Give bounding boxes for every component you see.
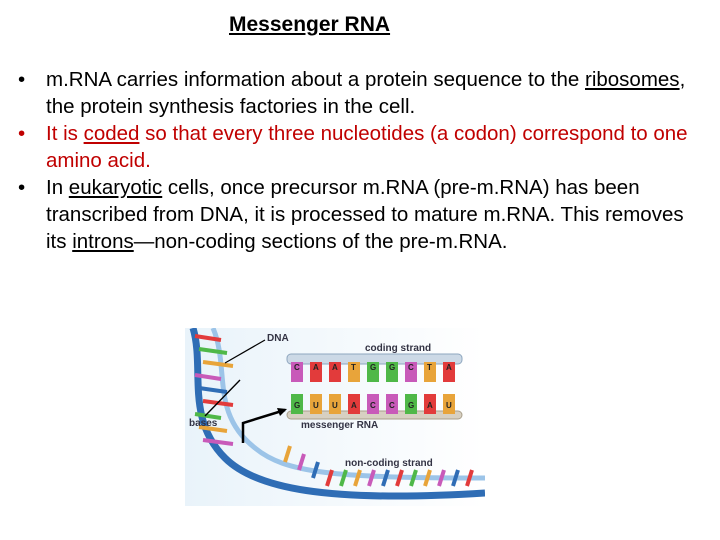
coding-base-letter: A — [446, 363, 452, 372]
mrna-base-letter: A — [427, 401, 433, 410]
coding-base-letter: G — [389, 363, 395, 372]
coding-base-block — [424, 362, 436, 382]
mrna-base-letter: C — [389, 401, 395, 410]
helix-rung — [198, 425, 228, 433]
dna-pointer-line — [224, 339, 266, 364]
mrna-base-block — [405, 394, 417, 414]
coding-base-letter: G — [370, 363, 376, 372]
mrna-base-letter: U — [332, 401, 338, 410]
dna-mrna-diagram: C A A T G G C T A G U U A C C G A U DNA coding strand ba… — [185, 328, 485, 506]
noncoding-rung — [339, 469, 348, 487]
bullet-item: • It is coded so that every three nucleo… — [18, 120, 708, 174]
dna-label: DNA — [267, 333, 289, 344]
coding-base-block — [405, 362, 417, 382]
mrna-base-letter: A — [351, 401, 357, 410]
bases-pointer-line — [204, 379, 241, 417]
bases-label: bases — [189, 418, 218, 429]
coding-strand-label: coding strand — [365, 343, 431, 354]
coding-base-block — [386, 362, 398, 382]
bullet-text: In — [46, 176, 69, 199]
coding-base-block — [310, 362, 322, 382]
helix-rung — [198, 347, 228, 355]
underlined-term: ribosomes — [585, 68, 680, 91]
underlined-term: introns — [72, 230, 134, 253]
mrna-base-block — [443, 394, 455, 414]
mrna-base-block — [367, 394, 379, 414]
helix-rung — [194, 373, 222, 381]
noncoding-rung — [283, 445, 292, 463]
coding-base-letter: A — [313, 363, 319, 372]
helix-rung — [194, 334, 222, 342]
bullet-dot: • — [18, 176, 26, 199]
mrna-base-letter: C — [370, 401, 376, 410]
coding-base-letter: C — [408, 363, 414, 372]
mrna-base-block — [291, 394, 303, 414]
noncoding-rung — [423, 469, 432, 487]
mrna-base-block — [424, 394, 436, 414]
mrna-base-block — [310, 394, 322, 414]
mrna-base-letter: G — [294, 401, 300, 410]
noncoding-rung — [381, 469, 390, 487]
noncoding-rung — [325, 469, 334, 487]
underlined-term: eukaryotic — [68, 176, 163, 199]
mrna-arrow — [241, 408, 286, 443]
bullet-text: m.RNA carries information about a protei… — [46, 68, 585, 91]
page-title: Messenger RNA — [229, 13, 391, 36]
bullet-text: cells, once precursor m.RNA (pre-m.RNA) … — [46, 176, 684, 253]
noncoding-rung — [437, 469, 446, 487]
underlined-term: coded — [83, 122, 140, 145]
helix-strand-light — [210, 328, 485, 481]
noncoding-rung — [367, 469, 376, 487]
coding-base-letter: C — [294, 363, 300, 372]
bullet-item: • In eukaryotic cells, once precursor m.R… — [18, 174, 708, 255]
helix-rung — [202, 360, 234, 368]
bullet-text: It is — [46, 122, 84, 145]
mrna-base-letter: U — [313, 401, 319, 410]
bullet-item: • m.RNA carries information about a prote… — [18, 66, 708, 120]
mrna-base-block — [329, 394, 341, 414]
coding-base-letter: T — [427, 363, 432, 372]
mrna-base-block — [386, 394, 398, 414]
bullet-dot: • — [18, 68, 26, 91]
noncoding-rung — [465, 469, 474, 487]
noncoding-rung — [409, 469, 418, 487]
helix-rung — [194, 412, 222, 420]
non-coding-strand-label: non-coding strand — [345, 458, 433, 469]
coding-base-block — [291, 362, 303, 382]
noncoding-rung — [353, 469, 362, 487]
bullet-list: • m.RNA carries information about a prote… — [18, 66, 708, 255]
mrna-base-letter: U — [446, 401, 452, 410]
mrna-base-block — [348, 394, 360, 414]
bullet-text: so that every three nucleotides (a codon… — [46, 122, 688, 172]
bullet-text: , the protein synthesis factories in the… — [46, 68, 686, 118]
noncoding-rung — [395, 469, 404, 487]
coding-base-block — [348, 362, 360, 382]
helix-rung — [198, 386, 228, 394]
coding-base-block — [443, 362, 455, 382]
mrna-base-letter: G — [408, 401, 414, 410]
coding-base-block — [367, 362, 379, 382]
noncoding-rungs-group — [283, 445, 474, 487]
noncoding-rung — [451, 469, 460, 487]
coding-base-letter: A — [332, 363, 338, 372]
bullet-text: —non-coding sections of the pre-m.RNA. — [133, 230, 508, 253]
coding-base-block — [329, 362, 341, 382]
bullet-dot: • — [18, 122, 26, 145]
noncoding-rung — [297, 453, 306, 471]
mrna-arrow-head — [277, 408, 287, 416]
noncoding-rung — [311, 461, 320, 479]
coding-base-letter: T — [351, 363, 356, 372]
helix-rung — [202, 438, 234, 446]
dna-mrna-figure: C A A T G G C T A G U U A C C G A U DNA coding strand ba… — [185, 328, 485, 506]
messenger-rna-label: messenger RNA — [301, 420, 378, 431]
